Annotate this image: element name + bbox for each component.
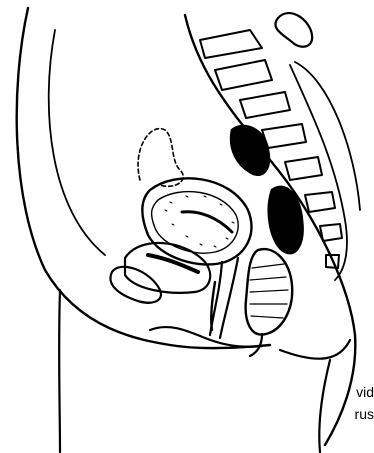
uterus-stipple (165, 196, 234, 247)
pelvic-outline-right (280, 340, 350, 359)
bowel-loop-dashed (138, 129, 183, 187)
thigh-line-left (59, 290, 60, 452)
abdominal-wall-outline (17, 8, 270, 348)
uterine-cavity (182, 212, 232, 232)
vaginal-wall (220, 258, 238, 338)
uterus (142, 178, 251, 264)
rectum-folds (250, 264, 288, 318)
top-organ-shape (275, 13, 312, 47)
inner-abdominal-line (49, 30, 105, 255)
diagram-label-1: vid (356, 384, 374, 401)
anal-canal (250, 334, 262, 356)
bladder (125, 243, 210, 293)
diagram-label-2: rus (355, 406, 374, 423)
